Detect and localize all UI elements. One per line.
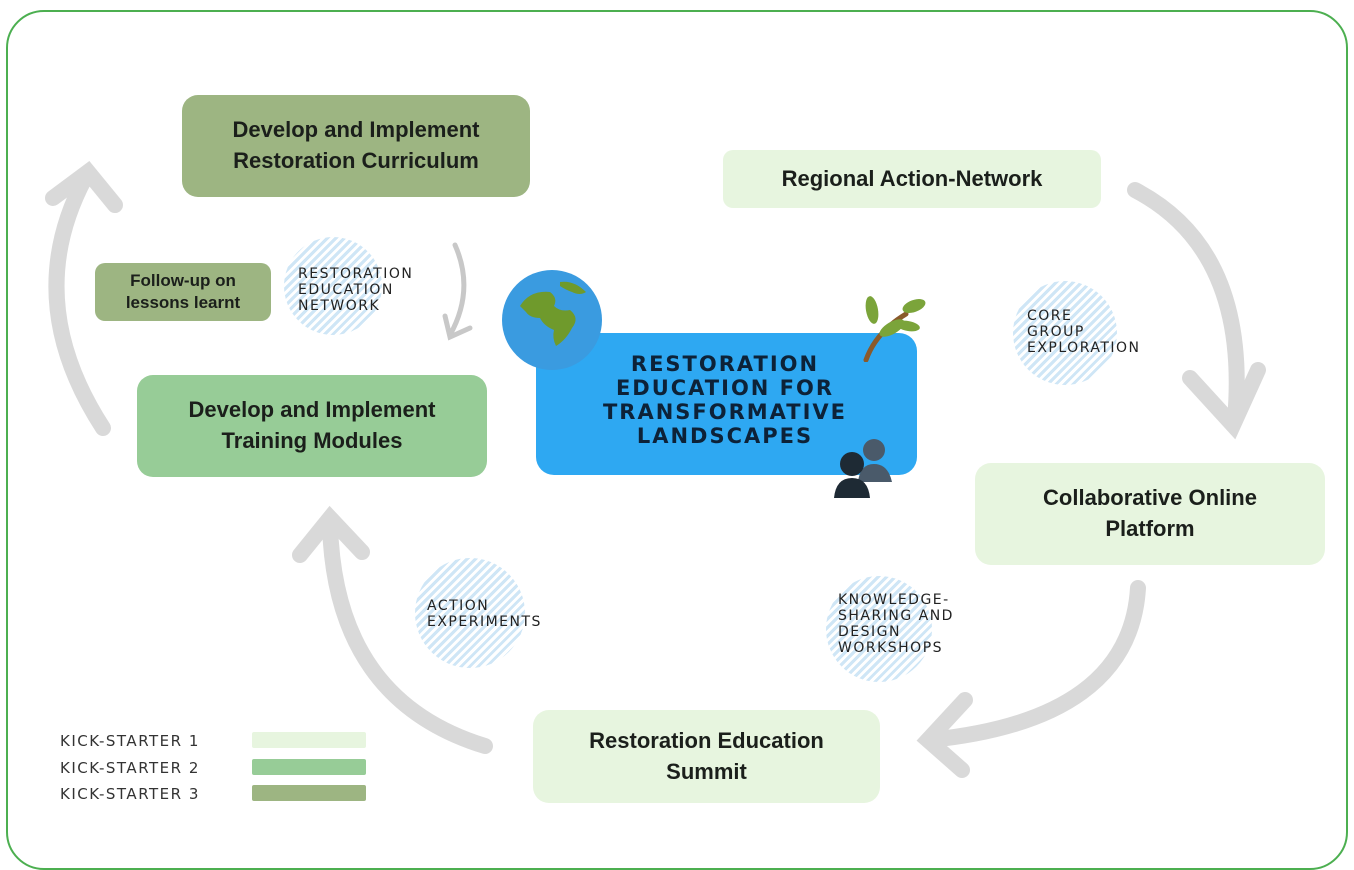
- center-title: RESTORATION EDUCATION FOR TRANSFORMATIVE…: [602, 352, 848, 448]
- node-follow-up: Follow-up on lessons learnt: [95, 263, 271, 321]
- circle-network: [284, 237, 382, 335]
- arrow-network-to-training: [447, 242, 467, 338]
- circle-network-label: RESTORATION EDUCATION NETWORK: [298, 266, 414, 314]
- arrowhead-summit-to-training: [292, 505, 370, 563]
- circle-workshops-label: KNOWLEDGE- SHARING AND DESIGN WORKSHOPS: [838, 592, 954, 656]
- node-training: Develop and Implement Training Modules: [137, 375, 487, 477]
- circle-workshops: [826, 576, 932, 682]
- node-summit-label: Restoration Education Summit: [589, 727, 824, 784]
- node-regional: Regional Action-Network: [723, 150, 1101, 208]
- arrowhead-regional-to-platform: [1182, 362, 1266, 440]
- legend-label-2: KICK-STARTER 2: [60, 759, 200, 777]
- circle-experiments-label: ACTION EXPERIMENTS: [427, 598, 542, 630]
- circle-core-group-label: CORE GROUP EXPLORATION: [1027, 308, 1141, 356]
- arrow-platform-to-summit: [922, 580, 1146, 748]
- people-icon: [834, 439, 892, 498]
- arrow-training-to-curriculum: [48, 170, 111, 436]
- node-summit: Restoration Education Summit: [533, 710, 880, 803]
- circle-core-group: [1013, 281, 1117, 385]
- node-follow-up-label: Follow-up on lessons learnt: [125, 270, 241, 312]
- arrow-regional-to-platform: [1127, 182, 1245, 428]
- legend-label-3: KICK-STARTER 3: [60, 785, 200, 803]
- legend-swatch-1: [252, 732, 366, 748]
- legend-label-1: KICK-STARTER 1: [60, 732, 200, 750]
- node-platform: Collaborative Online Platform: [975, 463, 1325, 565]
- legend-swatch-2: [252, 759, 366, 775]
- legend-swatch-3: [252, 785, 366, 801]
- node-training-label: Develop and Implement Training Modules: [188, 397, 436, 453]
- arrowhead-platform-to-summit: [916, 692, 973, 778]
- center-box: [536, 333, 917, 475]
- arrowhead-network-to-training: [442, 313, 473, 341]
- node-regional-label: Regional Action-Network: [781, 165, 1043, 191]
- branch-icon: [863, 296, 926, 362]
- globe-icon: [502, 270, 602, 370]
- arrowhead-training-to-curriculum: [45, 161, 123, 213]
- node-curriculum: Develop and Implement Restoration Curric…: [182, 95, 530, 197]
- node-platform-label: Collaborative Online Platform: [1043, 485, 1257, 541]
- arrow-summit-to-training: [322, 517, 493, 754]
- node-curriculum-label: Develop and Implement Restoration Curric…: [232, 117, 480, 173]
- circle-experiments: [415, 558, 525, 668]
